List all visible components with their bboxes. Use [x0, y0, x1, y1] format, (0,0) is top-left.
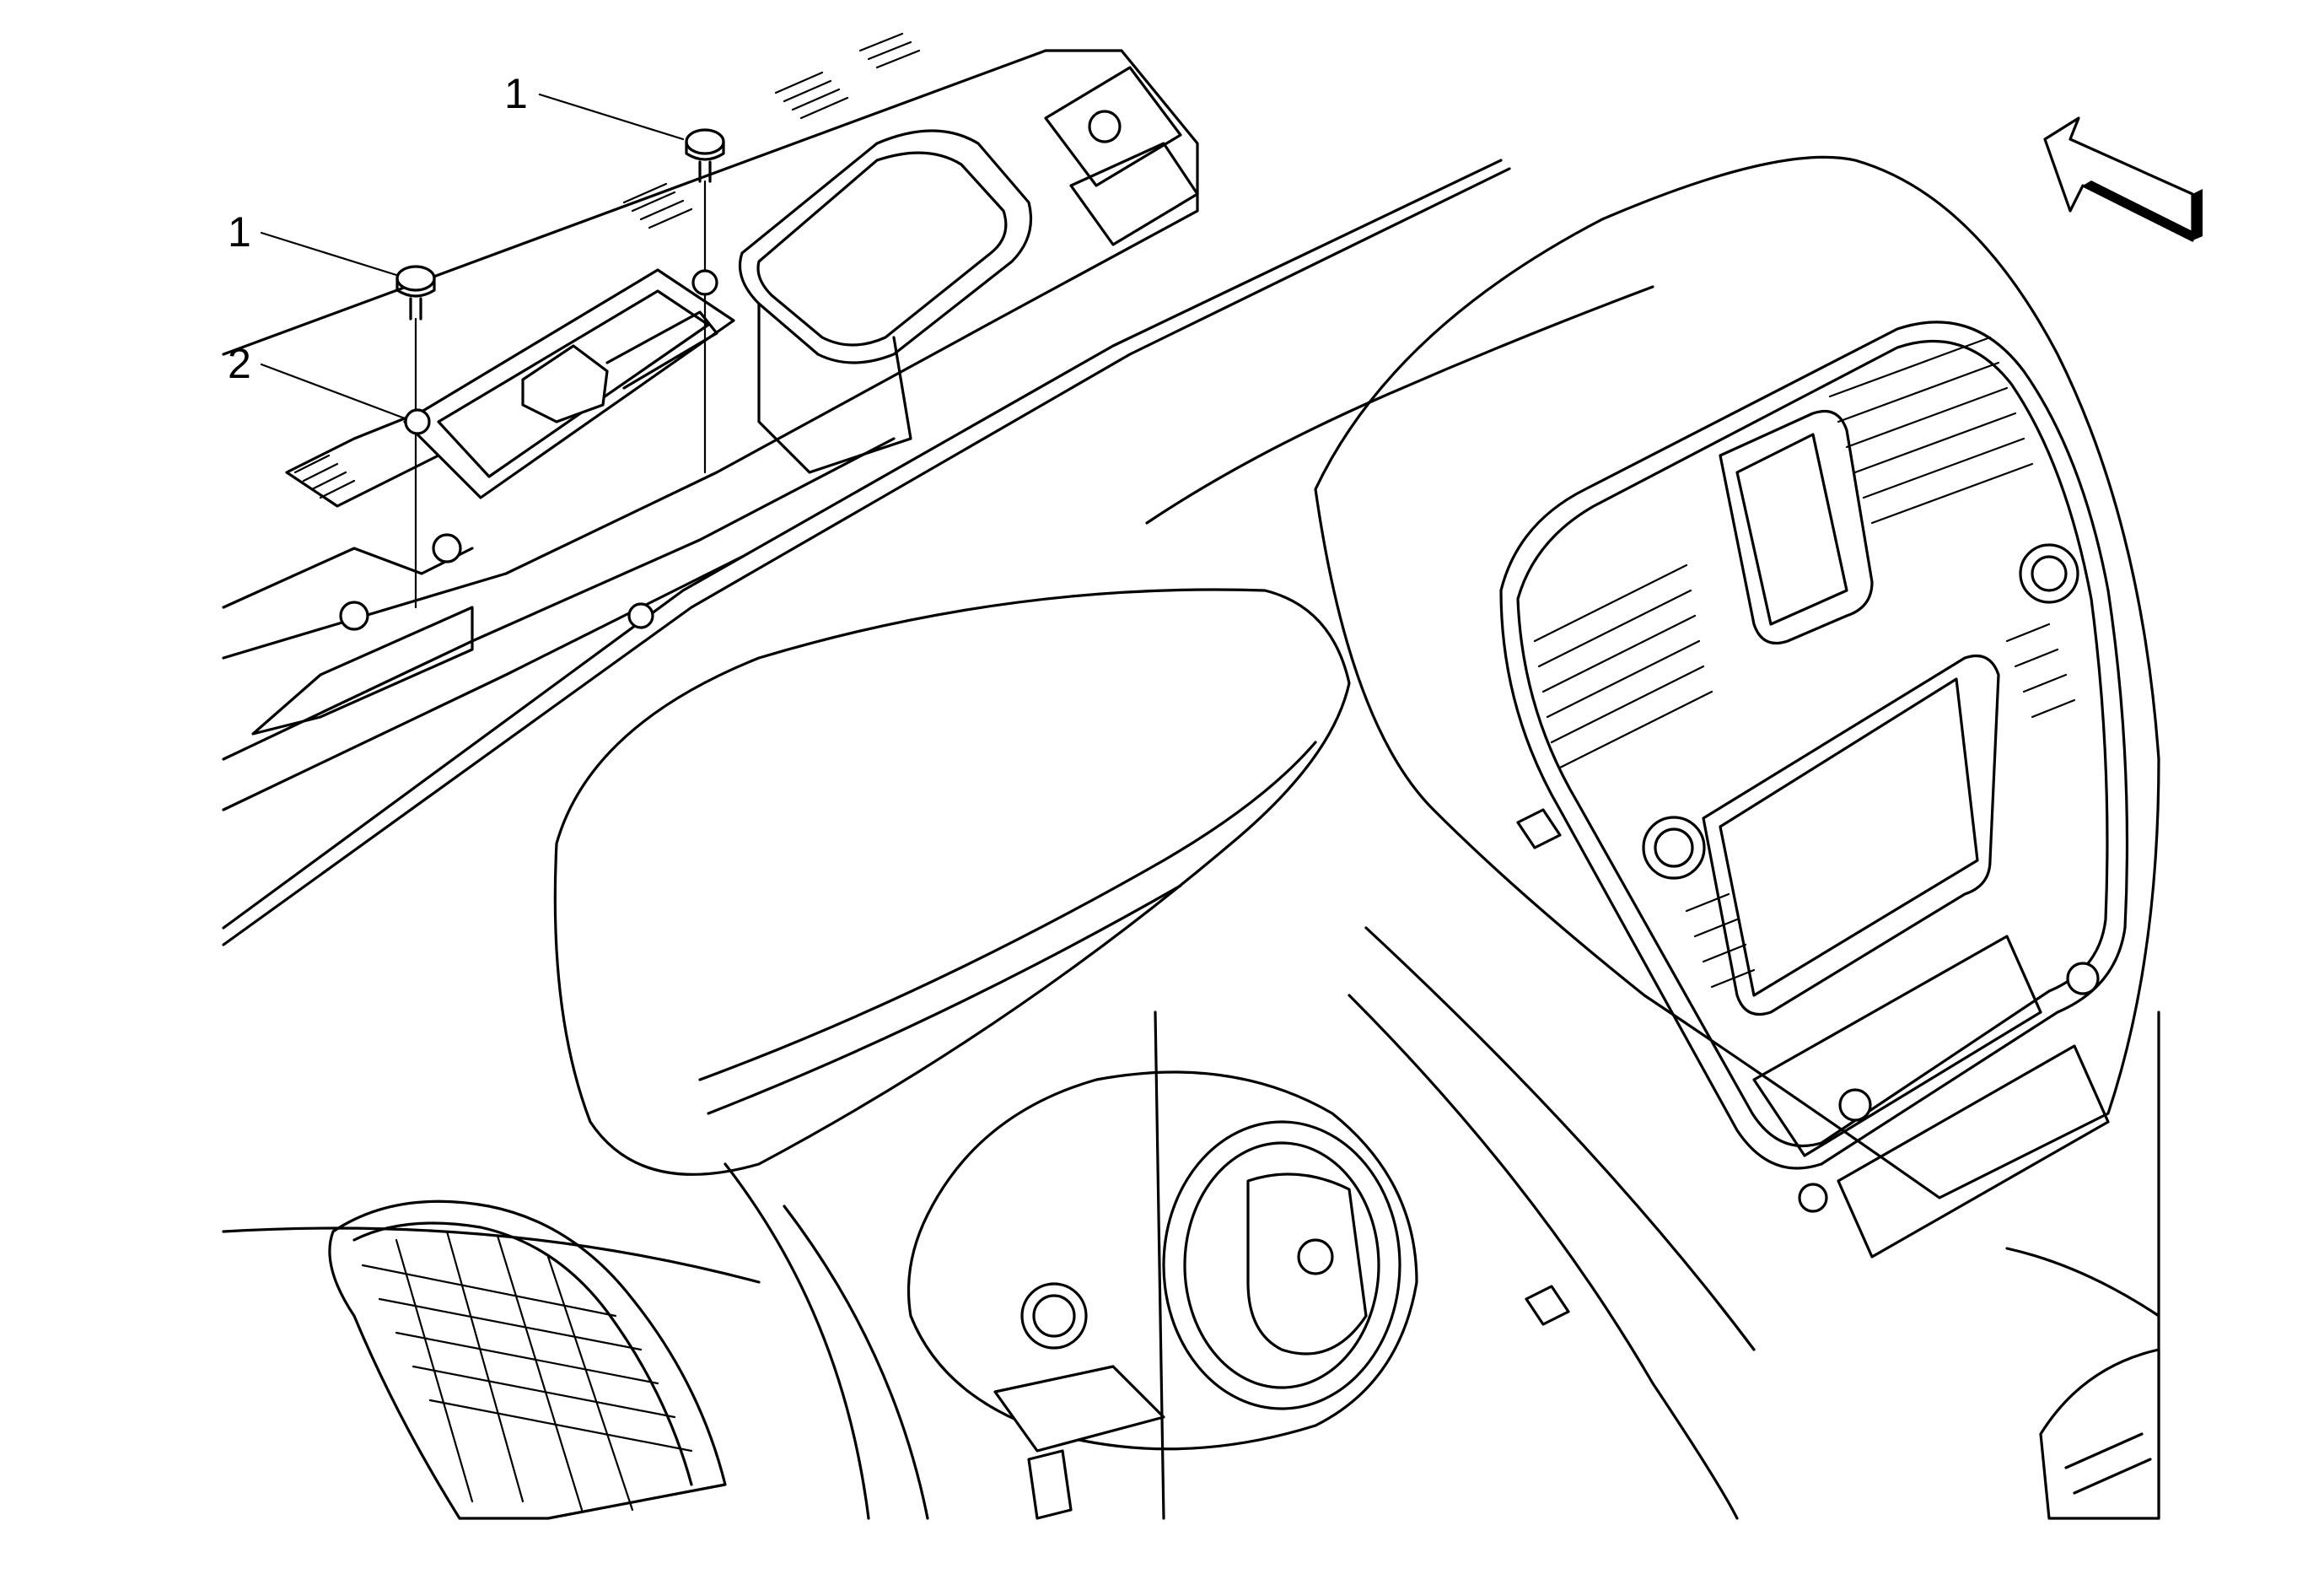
left-air-vent — [328, 1199, 727, 1520]
leader-lines — [260, 93, 685, 420]
callout-bracket: 2 — [228, 340, 251, 387]
steering-column-shroud — [906, 1070, 1418, 1520]
upper-dash-panel — [222, 32, 1511, 946]
bolt-left-icon — [395, 265, 436, 609]
shifter-trim — [2039, 1348, 2160, 1520]
center-stack — [1314, 155, 2160, 1326]
callout-bolt-right: 1 — [504, 70, 528, 117]
bolt-right-icon — [685, 128, 725, 474]
forward-arrow-icon — [2043, 116, 2203, 242]
callout-bolt-left: 1 — [228, 208, 251, 256]
bracket-hole-right — [691, 269, 718, 296]
instrument-cluster-hood — [553, 588, 1351, 1176]
bracket-hole-left — [404, 408, 431, 435]
